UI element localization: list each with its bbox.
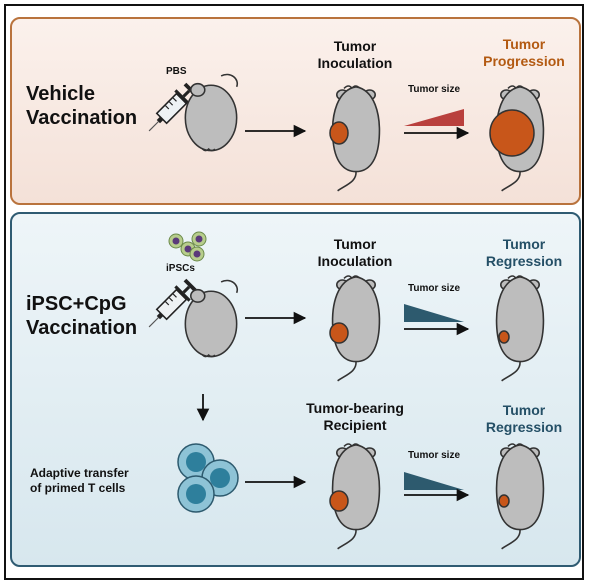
transfer-label-line2: of primed T cells xyxy=(30,481,126,495)
transfer-regression-mouse-icon xyxy=(495,443,545,550)
ipsc-cluster-icon xyxy=(168,231,207,262)
tumor-tiny-icon xyxy=(498,494,510,508)
tumor-small-icon xyxy=(329,121,349,145)
t-cell-icon xyxy=(177,443,239,513)
tumor-small-icon xyxy=(329,322,349,344)
recipient-mouse-icon xyxy=(329,443,381,550)
vehicle-panel xyxy=(10,17,581,205)
transfer-regression-line2: Regression xyxy=(485,419,563,435)
transfer-size-label: Tumor size xyxy=(407,450,461,461)
tumor-size-increase-wedge xyxy=(404,109,464,126)
pbs-label: PBS xyxy=(166,66,187,77)
ipsc-title-line2: Vaccination xyxy=(26,317,138,339)
ipsc-panel xyxy=(10,212,581,567)
tumor-small-icon xyxy=(329,490,349,512)
ipsc-step-line2: Inoculation xyxy=(317,253,393,269)
progression-line2: Progression xyxy=(483,53,565,69)
vehicle-step-line2: Inoculation xyxy=(317,55,393,71)
vehicle-step-line1: Tumor xyxy=(333,38,377,54)
tumor-size-decrease-wedge xyxy=(404,472,464,490)
ipsc-regression-line1: Tumor xyxy=(502,236,546,252)
tumor-large-icon xyxy=(489,109,535,157)
vehicle-inoculation-mouse-icon xyxy=(329,85,381,192)
recipient-line1: Tumor-bearing xyxy=(306,400,404,416)
ipscs-label: iPSCs xyxy=(166,263,195,274)
recipient-line2: Recipient xyxy=(323,417,387,433)
regression-mouse-icon xyxy=(495,275,545,382)
vehicle-title-line2: Vaccination xyxy=(26,107,138,129)
tumor-tiny-icon xyxy=(498,330,510,344)
ipsc-inoculation-mouse-icon xyxy=(329,275,381,382)
ipsc-size-label: Tumor size xyxy=(407,283,461,294)
ipsc-title-line1: iPSC+CpG xyxy=(26,293,127,315)
progression-line1: Tumor xyxy=(502,36,546,52)
vehicle-title-line1: Vehicle xyxy=(26,83,95,105)
ipsc-step-line1: Tumor xyxy=(333,236,377,252)
transfer-regression-line1: Tumor xyxy=(502,402,546,418)
vehicle-size-label: Tumor size xyxy=(407,84,461,95)
tumor-size-decrease-wedge xyxy=(404,304,464,322)
progression-mouse-icon xyxy=(489,85,545,192)
vehicle-mouse-icon xyxy=(184,73,239,152)
ipsc-regression-line2: Regression xyxy=(485,253,563,269)
ipsc-mouse-icon xyxy=(184,279,239,358)
transfer-label-line1: Adaptive transfer xyxy=(30,466,129,480)
